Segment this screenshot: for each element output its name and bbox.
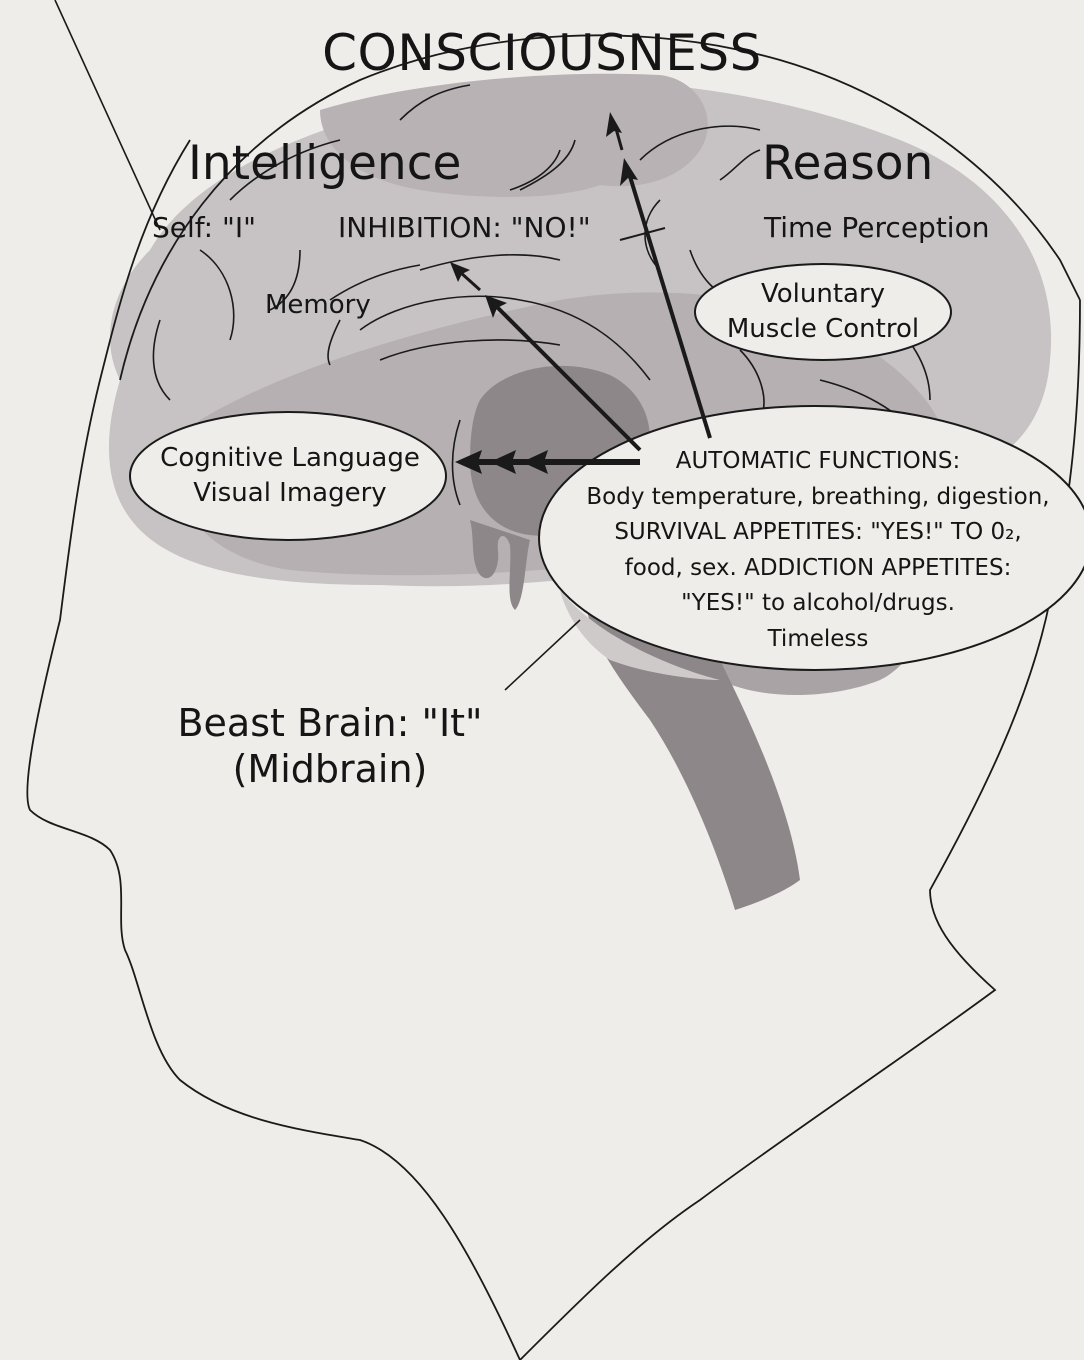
- cognitive-line-1: Cognitive Language: [140, 441, 440, 476]
- automatic-line-3: SURVIVAL APPETITES: "YES!" TO 0₂,: [568, 515, 1068, 551]
- beast-line-2: (Midbrain): [140, 746, 520, 792]
- label-voluntary-muscle-control: Voluntary Muscle Control: [703, 277, 943, 347]
- automatic-line-5: "YES!" to alcohol/drugs.: [568, 586, 1068, 622]
- automatic-line-2: Body temperature, breathing, digestion,: [568, 480, 1068, 516]
- cognitive-line-2: Visual Imagery: [140, 476, 440, 511]
- voluntary-line-2: Muscle Control: [703, 312, 943, 347]
- automatic-line-1: AUTOMATIC FUNCTIONS:: [568, 444, 1068, 480]
- automatic-line-6: Timeless: [568, 622, 1068, 658]
- heading-reason: Reason: [762, 140, 933, 187]
- automatic-functions-text: AUTOMATIC FUNCTIONS: Body temperature, b…: [568, 444, 1068, 657]
- label-memory: Memory: [265, 292, 371, 318]
- voluntary-line-1: Voluntary: [703, 277, 943, 312]
- automatic-line-4: food, sex. ADDICTION APPETITES:: [568, 551, 1068, 587]
- heading-intelligence: Intelligence: [188, 140, 461, 187]
- label-beast-brain: Beast Brain: "It" (Midbrain): [140, 700, 520, 792]
- label-time-perception: Time Perception: [764, 214, 989, 242]
- label-cognitive-visual: Cognitive Language Visual Imagery: [140, 441, 440, 511]
- title-consciousness: CONSCIOUSNESS: [0, 28, 1084, 78]
- label-inhibition: INHIBITION: "NO!": [338, 214, 591, 242]
- beast-line-1: Beast Brain: "It": [140, 700, 520, 746]
- label-self: Self: "I": [152, 214, 256, 242]
